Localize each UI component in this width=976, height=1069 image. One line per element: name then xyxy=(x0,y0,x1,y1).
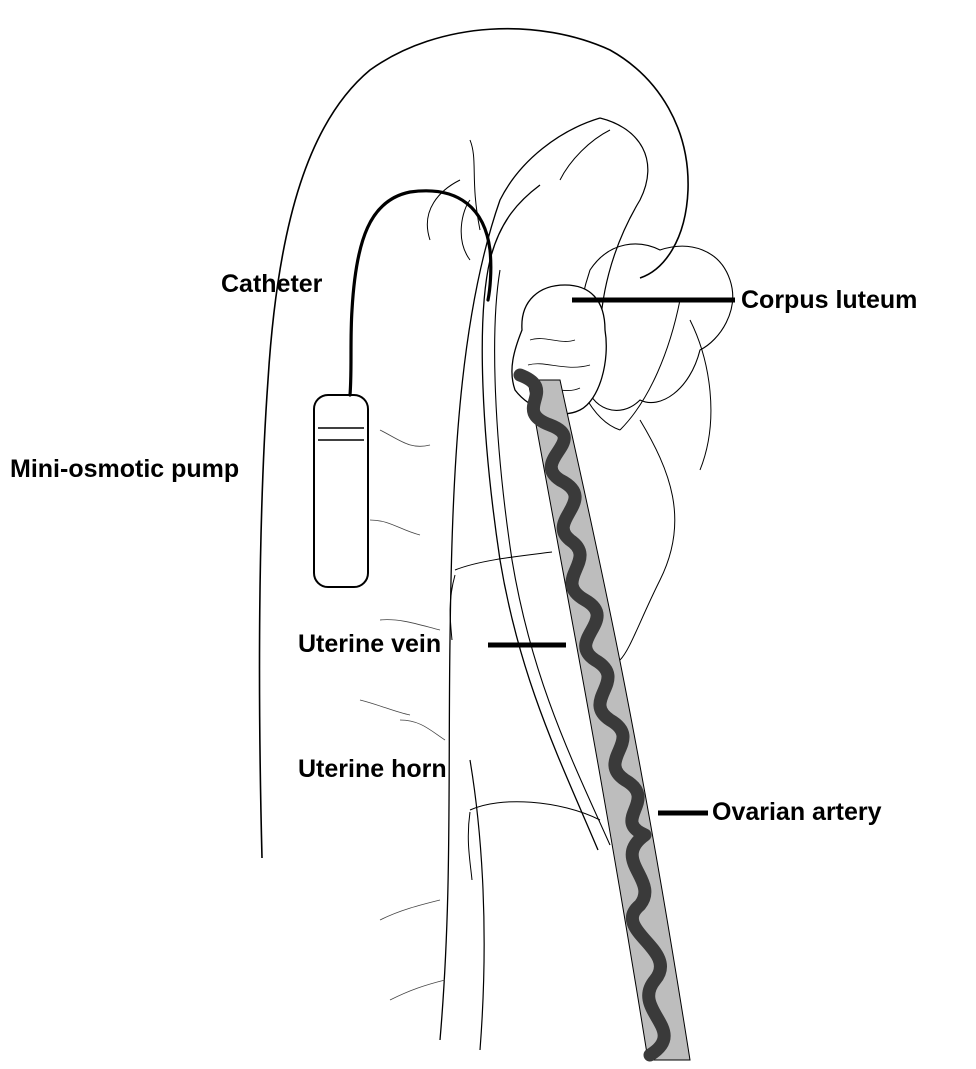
pump-body xyxy=(314,395,368,587)
label-catheter: Catheter xyxy=(221,272,322,297)
label-uterine-horn: Uterine horn xyxy=(298,757,447,782)
label-ovarian-artery: Ovarian artery xyxy=(712,800,882,825)
label-uterine-vein: Uterine vein xyxy=(298,632,441,657)
catheter-tube xyxy=(350,191,491,395)
ligament-outline xyxy=(470,118,648,1050)
label-corpus-luteum: Corpus luteum xyxy=(741,288,917,313)
capillaries xyxy=(360,430,445,1000)
label-mini-osmotic-pump: Mini-osmotic pump xyxy=(10,457,239,482)
